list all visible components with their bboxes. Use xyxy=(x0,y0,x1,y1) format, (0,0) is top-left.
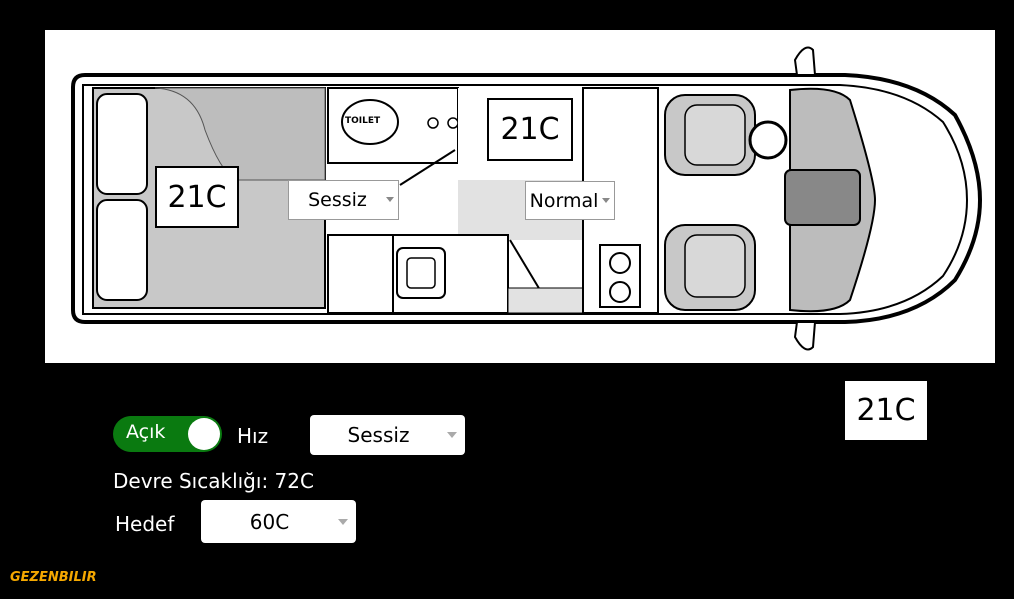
circuit-temperature: Devre Sıcaklığı: 72C xyxy=(113,469,314,493)
speed-select[interactable]: Sessiz xyxy=(310,415,465,455)
watermark-logo: GEZENBILIR xyxy=(10,570,97,585)
van-floorplan-drawing xyxy=(71,46,983,351)
chevron-down-icon xyxy=(338,518,348,525)
living-area-fan-value: Normal xyxy=(529,189,599,212)
speed-select-value: Sessiz xyxy=(347,423,410,447)
toilet-label: TOILET xyxy=(345,116,381,126)
target-select-value: 60C xyxy=(249,509,290,534)
speed-label: Hız xyxy=(237,424,269,448)
chevron-down-icon xyxy=(602,197,610,203)
bedroom-fan-select[interactable]: Sessiz xyxy=(288,180,399,220)
power-toggle[interactable]: Açık xyxy=(113,416,222,452)
toggle-knob xyxy=(188,418,220,450)
bedroom-fan-value: Sessiz xyxy=(308,189,367,211)
van-floorplan: TOILET 21C Sessiz 21C Normal xyxy=(45,30,995,363)
living-area-temperature: 21C xyxy=(487,98,573,161)
target-label: Hedef xyxy=(115,512,175,536)
outside-temperature: 21C xyxy=(845,381,927,440)
chevron-down-icon xyxy=(447,432,457,438)
power-toggle-label: Açık xyxy=(126,421,166,443)
chevron-down-icon xyxy=(386,197,394,202)
bedroom-temperature: 21C xyxy=(155,166,239,228)
target-temperature-select[interactable]: 60C xyxy=(201,500,356,543)
living-area-fan-select[interactable]: Normal xyxy=(525,181,615,220)
